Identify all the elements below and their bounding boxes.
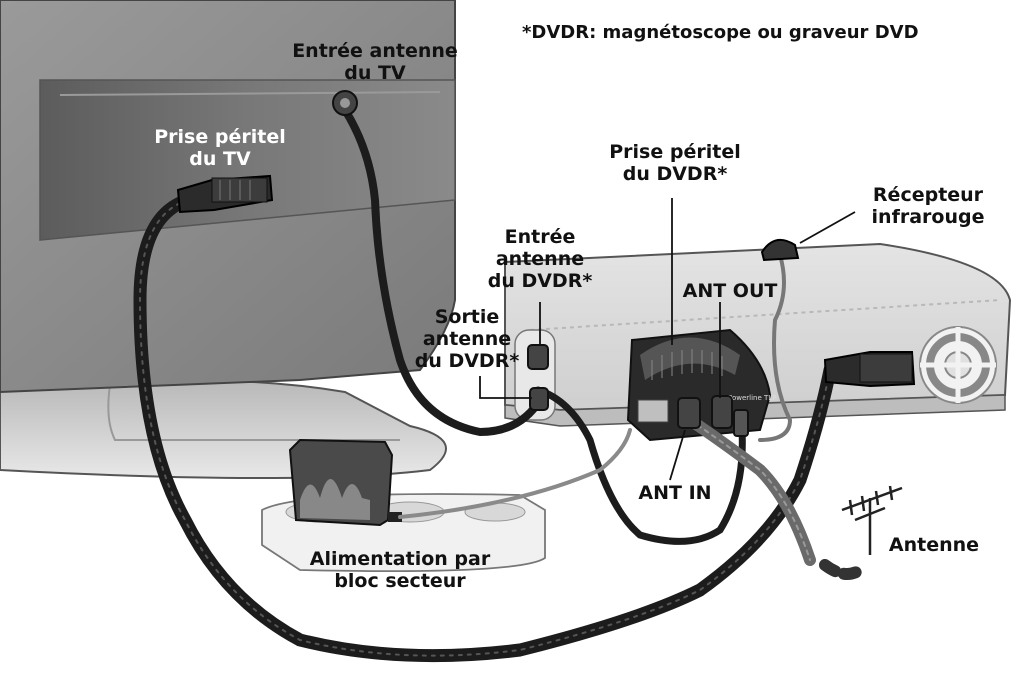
label-antenna: Antenne: [888, 534, 980, 556]
label-ir-receiver: Récepteur infrarouge: [871, 184, 985, 228]
ir-receiver-icon: [760, 238, 800, 262]
device-brand: Powerline TLP: [728, 394, 776, 402]
fan-grill: [919, 326, 997, 404]
ir-receiver-cable: [758, 253, 793, 442]
label-dvdr-scart: Prise péritel du DVDR*: [609, 141, 741, 185]
dvdr-scart-connector-right: [823, 351, 916, 388]
tv-antenna-cable: [341, 106, 544, 437]
label-dvdr-antenna-input: Entrée antenne du DVDR*: [487, 226, 593, 292]
antenna-lead-dashed: [819, 559, 866, 580]
power-adapter-block: [288, 438, 402, 527]
power-cable: [398, 428, 632, 519]
dvdr-antenna-connectors: [527, 344, 549, 411]
ant-out-connector: [711, 395, 749, 437]
cables: [133, 106, 866, 663]
ant-in-connector: [677, 397, 701, 429]
label-tv-scart: Prise péritel du TV: [154, 126, 286, 170]
tv-scart-connector: [176, 174, 274, 214]
footnote: *DVDR: magnétoscope ou graveur DVD: [522, 22, 919, 43]
label-ant-out: ANT OUT: [682, 280, 778, 302]
tv-antenna-connector: [332, 90, 358, 116]
label-tv-antenna-input: Entrée antenne du TV: [292, 40, 458, 84]
antenna-icon: [841, 485, 903, 555]
leader-lines: [479, 198, 856, 481]
dvdr-scart-cable: [534, 386, 746, 545]
label-ant-in: ANT IN: [638, 482, 712, 504]
label-dvdr-antenna-output: Sortie antenne du DVDR*: [414, 306, 520, 372]
label-power-supply: Alimentation par bloc secteur: [309, 548, 491, 592]
